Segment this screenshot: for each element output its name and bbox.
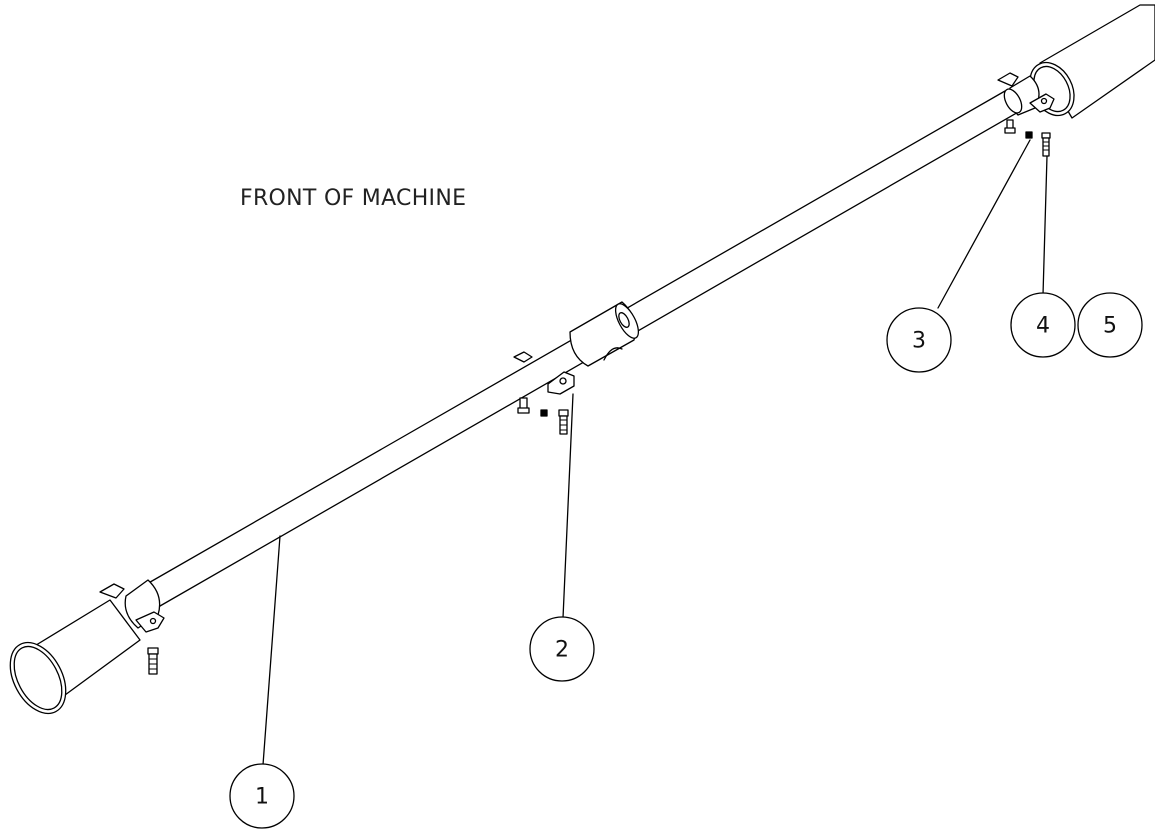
right-end-roller [997,4,1155,157]
balloon-4: 4 [1010,292,1076,358]
balloon-1-label: 1 [255,785,269,810]
balloon-3-label: 3 [912,329,926,354]
balloon-2-label: 2 [555,638,569,663]
balloon-5-label: 5 [1103,314,1117,339]
balloon-5: 5 [1077,292,1143,358]
front-of-machine-note: FRONT OF MACHINE [240,186,467,211]
balloon-1: 1 [229,763,295,829]
balloon-4-label: 4 [1036,314,1050,339]
balloon-2: 2 [529,616,595,682]
left-end-roller [9,579,165,715]
balloon-3: 3 [886,307,952,373]
center-coupler [513,301,640,435]
leader-lines [262,139,1048,766]
